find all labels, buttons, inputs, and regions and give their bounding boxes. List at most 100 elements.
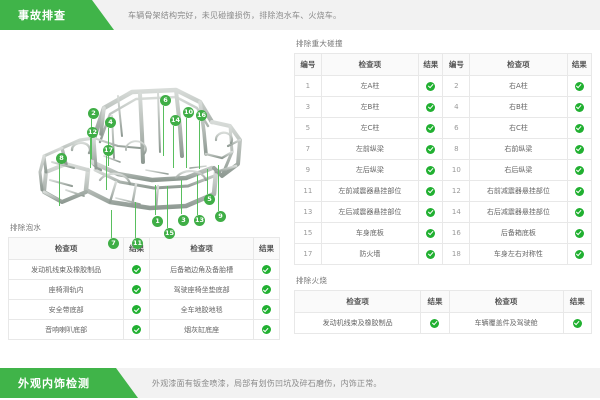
check-pass-icon — [132, 285, 142, 294]
fire-table-title: 排除火烧 — [296, 276, 328, 285]
check-pass-icon — [132, 305, 142, 314]
diagram-marker-10[interactable]: 10 — [183, 107, 194, 118]
check-pass-icon — [574, 123, 584, 133]
index-cell: 14 — [442, 201, 471, 223]
accident-section-tag-label: 事故排查 — [18, 9, 66, 22]
index-cell: 15 — [294, 222, 322, 244]
item-cell: 左前纵梁 — [320, 138, 420, 160]
check-pass-icon — [426, 228, 436, 238]
item-cell: 音响喇叭底部 — [7, 319, 125, 340]
check-pass-icon — [574, 249, 584, 259]
diagram-marker-15[interactable]: 15 — [164, 228, 175, 239]
table-header-row: 检查项结果检查项结果 — [293, 290, 593, 313]
diagram-marker-14[interactable]: 14 — [170, 115, 181, 126]
diagram-marker-12[interactable]: 12 — [87, 127, 98, 138]
diagram-marker-6[interactable]: 6 — [160, 95, 171, 106]
marker-leader-line — [135, 202, 137, 238]
item-cell: 发动机线束及橡胶制品 — [293, 312, 422, 334]
index-cell: 2 — [442, 75, 471, 97]
result-cell — [123, 299, 151, 320]
check-pass-icon — [426, 81, 436, 91]
result-cell — [123, 279, 151, 300]
marker-leader-line — [197, 175, 199, 215]
result-cell — [562, 312, 593, 334]
index-cell: 7 — [294, 138, 322, 160]
diagram-marker-1[interactable]: 1 — [152, 216, 163, 227]
table-row: 座椅滑轨内驾驶座椅坐垫底部 — [7, 279, 280, 300]
check-pass-icon — [262, 325, 271, 334]
table-row: 音响喇叭底部 烟灰缸底座 — [7, 319, 280, 340]
diagram-marker-16[interactable]: 16 — [196, 110, 207, 121]
item-cell: 右C柱 — [469, 117, 568, 139]
diagram-marker-5[interactable]: 5 — [204, 194, 215, 205]
check-pass-icon — [132, 265, 142, 274]
accident-section-tag: 事故排查 — [0, 0, 114, 30]
item-cell: 烟灰缸底座 — [149, 319, 254, 340]
diagram-marker-8[interactable]: 8 — [56, 153, 67, 164]
diagram-marker-3[interactable]: 3 — [178, 215, 189, 226]
result-cell — [418, 159, 444, 181]
item-cell: 车辆覆盖件及驾驶舱 — [448, 312, 564, 334]
marker-leader-line — [59, 164, 61, 206]
check-pass-icon — [262, 305, 271, 314]
diagram-marker-13[interactable]: 13 — [194, 215, 205, 226]
column-header: 检查项 — [320, 53, 420, 76]
column-header: 结果 — [418, 53, 444, 76]
item-cell: 后备箱底板 — [469, 222, 568, 244]
check-pass-icon — [426, 102, 436, 112]
check-pass-icon — [574, 81, 584, 91]
item-cell: 右后纵梁 — [469, 159, 568, 181]
result-cell — [420, 312, 450, 334]
result-cell — [418, 222, 444, 244]
marker-leader-line — [106, 156, 108, 190]
index-cell: 6 — [442, 117, 471, 139]
item-cell: 左A柱 — [320, 75, 420, 97]
result-cell — [566, 180, 593, 202]
diagram-marker-7[interactable]: 7 — [108, 238, 119, 249]
column-header: 结果 — [420, 290, 450, 313]
diagram-marker-9[interactable]: 9 — [215, 211, 226, 222]
diagram-marker-11[interactable]: 11 — [132, 238, 143, 249]
marker-leader-line — [181, 180, 183, 214]
collision-table-title: 排除重大碰撞 — [296, 39, 343, 48]
diagram-marker-4[interactable]: 4 — [105, 117, 116, 128]
result-cell — [418, 243, 444, 265]
index-cell: 12 — [442, 180, 471, 202]
index-cell: 10 — [442, 159, 471, 181]
marker-leader-line — [199, 121, 201, 169]
item-cell: 防火墙 — [320, 243, 420, 265]
diagram-marker-2[interactable]: 2 — [88, 108, 99, 119]
check-pass-icon — [574, 207, 584, 217]
item-cell: 左后减震器悬挂部位 — [320, 201, 420, 223]
index-cell: 1 — [294, 75, 322, 97]
index-cell: 3 — [294, 96, 322, 118]
column-header: 检查项 — [448, 290, 564, 313]
result-cell — [253, 279, 280, 300]
column-header: 检查项 — [7, 237, 125, 260]
result-cell — [418, 117, 444, 139]
check-pass-icon — [426, 249, 436, 259]
result-cell — [418, 180, 444, 202]
check-pass-icon — [426, 123, 436, 133]
item-cell: 车身底板 — [320, 222, 420, 244]
marker-leader-line — [186, 118, 188, 168]
marker-leader-line — [90, 138, 92, 168]
index-cell: 11 — [294, 180, 322, 202]
item-cell: 左C柱 — [320, 117, 420, 139]
result-cell — [418, 75, 444, 97]
index-cell: 17 — [294, 243, 322, 265]
diagram-marker-17[interactable]: 17 — [103, 145, 114, 156]
result-cell — [253, 259, 280, 280]
result-cell — [253, 319, 280, 340]
check-pass-icon — [426, 144, 436, 154]
table-row: 发动机线束及橡胶制品后备箱边角及备胎槽 — [7, 259, 280, 280]
index-cell: 18 — [442, 243, 471, 265]
result-cell — [418, 201, 444, 223]
item-cell: 左后纵梁 — [320, 159, 420, 181]
